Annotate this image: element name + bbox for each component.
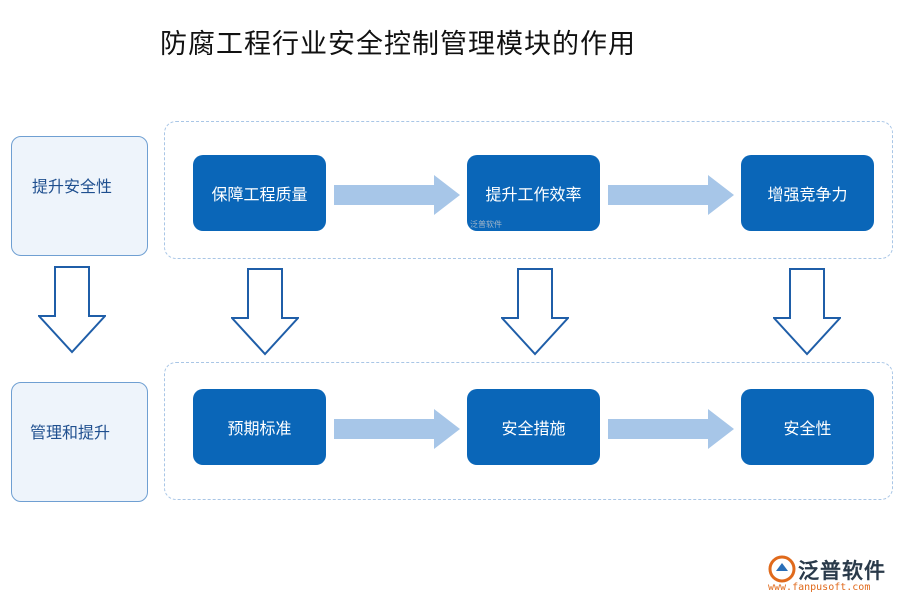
watermark-small-text: 泛普软件 [470,220,502,229]
node-safety: 安全性 [741,389,874,465]
arrow-down-col-1 [231,268,299,356]
diagram-title: 防腐工程行业安全控制管理模块的作用 [160,29,636,60]
arrow-down-col-2 [501,268,569,356]
fanpu-logo: 泛普软件 www.fanpusoft.com [768,555,893,595]
arrow-right-top-1 [334,175,460,215]
side-box-top: 提升安全性 [11,136,148,256]
side-label-bottom: 管理和提升 [30,423,111,442]
node-enhance-competitiveness: 增强竞争力 [741,155,874,231]
arrow-right-bottom-1 [334,409,460,449]
arrow-down-col-3 [773,268,841,356]
fanpu-logo-icon [768,555,796,583]
fanpu-logo-name: 泛普软件 [798,559,886,583]
side-label-top: 提升安全性 [32,177,113,196]
node-ensure-quality: 保障工程质量 [193,155,326,231]
fanpu-logo-url: www.fanpusoft.com [768,582,871,593]
top-row-group [164,121,893,259]
arrow-down-side [38,266,106,354]
node-improve-efficiency: 提升工作效率 [467,155,600,231]
arrow-right-top-2 [608,175,734,215]
bottom-row-group [164,362,893,500]
side-box-bottom: 管理和提升 [11,382,148,502]
node-safety-measures: 安全措施 [467,389,600,465]
node-expected-standard: 预期标准 [193,389,326,465]
arrow-right-bottom-2 [608,409,734,449]
